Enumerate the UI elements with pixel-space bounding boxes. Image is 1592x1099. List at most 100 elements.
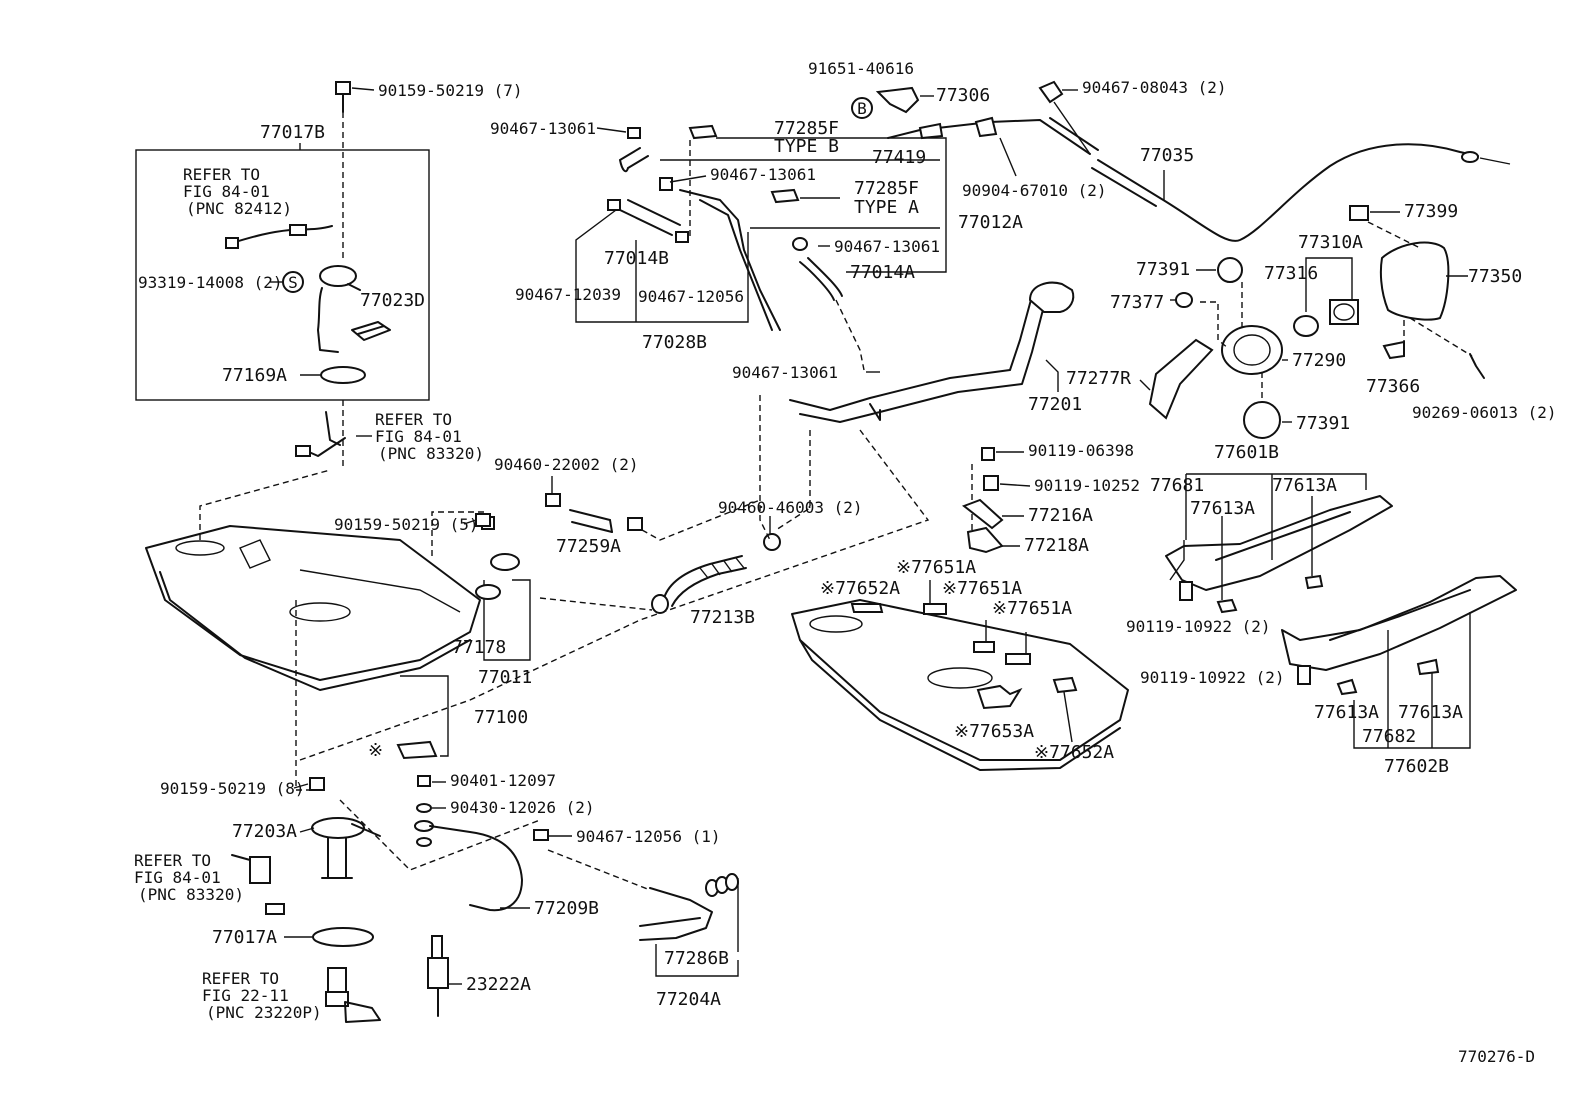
label-77601b: 77601B <box>1214 442 1279 463</box>
label-pnc-82412: (PNC 82412) <box>186 199 292 218</box>
label-90401-12097: 90401-12097 <box>450 771 556 790</box>
s-marker: S <box>288 273 298 292</box>
label-90159-50219-8: 90159-50219 (8) <box>160 779 305 798</box>
dashed-guide <box>547 849 651 891</box>
label-77023d: 77023D <box>360 290 425 311</box>
label-note-mark: ※ <box>368 740 383 761</box>
label-90119-10252: 90119-10252 <box>1034 476 1140 495</box>
leader-77285f <box>716 137 947 273</box>
label-77216a: 77216A <box>1028 505 1093 526</box>
label-77613a-2: 77613A <box>1190 498 1255 519</box>
pump-gasket-ring <box>312 927 374 947</box>
label-77419: 77419 <box>872 147 926 168</box>
label-pnc-83320-2: (PNC 83320) <box>138 885 244 904</box>
fuel-tank <box>145 525 481 691</box>
label-refer-to-1: REFER TO <box>183 165 260 184</box>
label-77201: 77201 <box>1028 394 1082 415</box>
label-77651a-2: ※77651A <box>942 578 1022 599</box>
fuel-filter <box>427 935 449 1017</box>
clip-icon <box>1038 80 1064 104</box>
dashed-guide <box>1200 301 1229 349</box>
label-77613a-4: 77613A <box>1398 702 1463 723</box>
dashed-guide <box>431 511 486 556</box>
fuel-tank-protector <box>791 599 1129 771</box>
grommet-77391-bottom <box>1243 401 1281 439</box>
breather-tube-77012a <box>679 189 781 331</box>
label-77651a-3: ※77651A <box>992 598 1072 619</box>
label-77017a: 77017A <box>212 927 277 948</box>
fuel-pump <box>325 967 381 1023</box>
screw-icon <box>1469 353 1485 379</box>
label-77035: 77035 <box>1140 145 1194 166</box>
label-90467-13061-2: 90467-13061 <box>710 165 816 184</box>
label-90467-08043: 90467-08043 (2) <box>1082 78 1227 97</box>
label-93319-14008: 93319-14008 (2) <box>138 273 283 292</box>
label-77213b: 77213B <box>690 607 755 628</box>
fuel-cap-77310a <box>1329 299 1359 325</box>
label-90467-13061-4: 90467-13061 <box>732 363 838 382</box>
sender-group-box <box>135 149 430 401</box>
dashed-guide <box>299 429 930 761</box>
filler-valve <box>475 553 520 600</box>
label-90430-12026: 90430-12026 (2) <box>450 798 595 817</box>
b-marker-icon: B <box>851 97 873 119</box>
fuel-gauge-sender <box>317 265 361 353</box>
label-90159-50219-7: 90159-50219 (7) <box>378 81 523 100</box>
label-77286b: 77286B <box>664 948 729 969</box>
label-refer-to-4: REFER TO <box>202 969 279 988</box>
filler-pipe-77201 <box>789 295 1047 423</box>
label-77306: 77306 <box>936 85 990 106</box>
label-77602b: 77602B <box>1384 756 1449 777</box>
label-91651-40616: 91651-40616 <box>808 59 914 78</box>
dashed-guide <box>295 600 316 791</box>
sender-wire-harness <box>231 225 333 244</box>
clamp-icon <box>705 873 739 897</box>
dashed-guide <box>539 597 653 611</box>
label-90467-12056-1: 90467-12056 (1) <box>576 827 721 846</box>
fuel-pump-bracket <box>309 777 381 879</box>
label-refer-to-2: REFER TO <box>375 410 452 429</box>
label-77399: 77399 <box>1404 201 1458 222</box>
label-90467-12039: 90467-12039 <box>515 285 621 304</box>
dashed-guide <box>775 430 811 531</box>
label-77651a-1: ※77651A <box>896 557 976 578</box>
dashed-guide <box>339 799 541 871</box>
label-90904-67010: 90904-67010 (2) <box>962 181 1107 200</box>
bracket-77218a <box>966 526 1004 554</box>
label-pnc-83320-1: (PNC 83320) <box>378 444 484 463</box>
vent-hose-77259a <box>569 509 613 533</box>
dashed-guide <box>199 469 331 540</box>
label-77285f-type-a: 77285F <box>854 178 919 199</box>
label-23222a: 23222A <box>466 974 531 995</box>
label-77011: 77011 <box>478 667 532 688</box>
b-marker: B <box>857 99 867 118</box>
label-77014a: 77014A <box>850 262 915 283</box>
filler-hose-77213b <box>663 555 747 607</box>
label-90119-06398: 90119-06398 <box>1028 441 1134 460</box>
label-77169a: 77169A <box>222 365 287 386</box>
label-90119-10922-1: 90119-10922 (2) <box>1126 617 1271 636</box>
fuel-hose-77209b <box>429 825 523 912</box>
bolt-icon <box>335 81 351 113</box>
s-marker-icon: S <box>282 271 304 293</box>
label-77652a-1: ※77652A <box>820 578 900 599</box>
part-drawings: S <box>135 80 1517 1023</box>
part-labels: 90159-50219 (7) 77017B REFER TO FIG 84-0… <box>134 59 1557 1066</box>
label-77391-1: 77391 <box>1136 259 1190 280</box>
label-77653a: ※77653A <box>954 721 1034 742</box>
sheet-pad <box>396 740 438 760</box>
dashed-guide <box>759 395 771 541</box>
label-pnc-23220p: (PNC 23220P) <box>206 1003 322 1022</box>
bracket-77216a <box>961 498 1004 530</box>
label-77209b: 77209B <box>534 898 599 919</box>
label-77613a-1: 77613A <box>1272 475 1337 496</box>
label-77377: 77377 <box>1110 292 1164 313</box>
grommet-77391-top <box>1217 257 1243 283</box>
breather-hose-77014b <box>619 147 649 173</box>
label-77391-2: 77391 <box>1296 413 1350 434</box>
label-90467-12056: 90467-12056 <box>638 287 744 306</box>
label-77028b: 77028B <box>642 332 707 353</box>
label-90460-46003: 90460-46003 (2) <box>718 498 863 517</box>
label-leaders <box>270 87 1400 985</box>
